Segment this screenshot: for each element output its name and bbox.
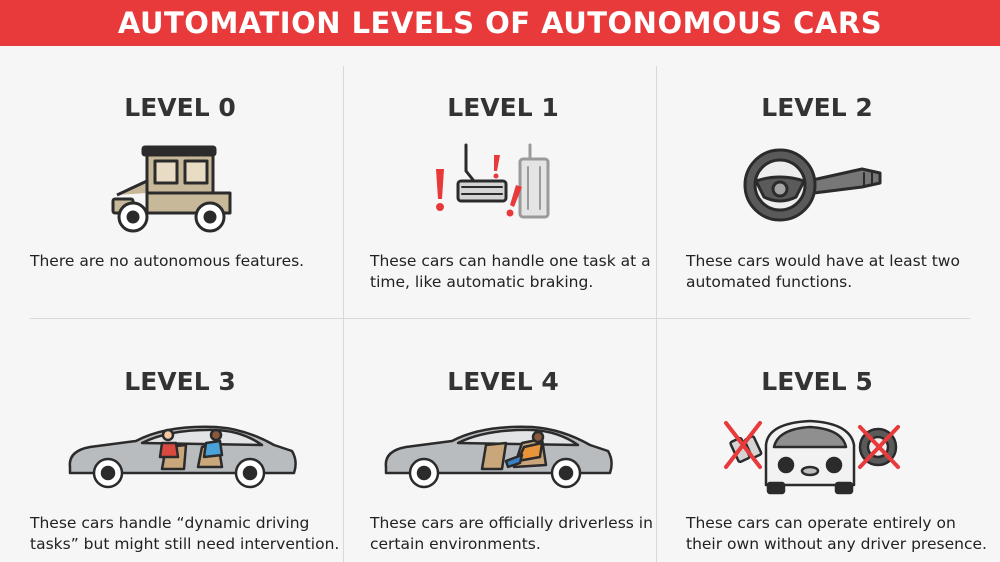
level-1-description: These cars can handle one task at a time… bbox=[370, 252, 651, 291]
level-3-card: LEVEL 3 These cars handle “dynamic drivi… bbox=[30, 367, 360, 562]
level-3-title: LEVEL 3 bbox=[124, 367, 236, 396]
level-2-title: LEVEL 2 bbox=[761, 93, 873, 122]
sedan-reclined-icon bbox=[384, 425, 613, 489]
level-0-card: LEVEL 0 There are no autonomous features… bbox=[30, 93, 360, 293]
level-0-title: LEVEL 0 bbox=[124, 93, 236, 122]
page-title: AUTOMATION LEVELS OF AUTONOMOUS CARS bbox=[117, 6, 883, 40]
level-5-title: LEVEL 5 bbox=[761, 367, 873, 396]
sedan-driver-icon bbox=[68, 425, 297, 489]
level-2-description: These cars would have at least two autom… bbox=[686, 252, 960, 291]
column-divider-2 bbox=[656, 66, 657, 562]
level-4-card: LEVEL 4 These cars are officially driver… bbox=[370, 367, 700, 562]
row-divider bbox=[30, 318, 970, 319]
steering-wheel-icon bbox=[743, 148, 882, 222]
level-1-title: LEVEL 1 bbox=[447, 93, 559, 122]
self-driving-pod-icon bbox=[724, 419, 900, 495]
level-4-description: These cars are officially driverless in … bbox=[370, 514, 653, 553]
level-3-description: These cars handle “dynamic driving tasks… bbox=[30, 514, 340, 553]
level-5-description: These cars can operate entirely on their… bbox=[686, 514, 987, 553]
level-5-card: LEVEL 5 These cars can operate entirely … bbox=[686, 367, 1000, 562]
level-1-card: LEVEL 1 These cars can handle one task a… bbox=[370, 93, 700, 293]
title-banner: AUTOMATION LEVELS OF AUTONOMOUS CARS bbox=[0, 0, 1000, 46]
vintage-car-icon bbox=[111, 145, 232, 233]
level-2-card: LEVEL 2 These cars would have at least t… bbox=[686, 93, 1000, 293]
brake-pedals-icon bbox=[436, 143, 550, 219]
level-0-description: There are no autonomous features. bbox=[30, 252, 305, 270]
level-4-title: LEVEL 4 bbox=[447, 367, 559, 396]
column-divider-1 bbox=[343, 66, 344, 562]
